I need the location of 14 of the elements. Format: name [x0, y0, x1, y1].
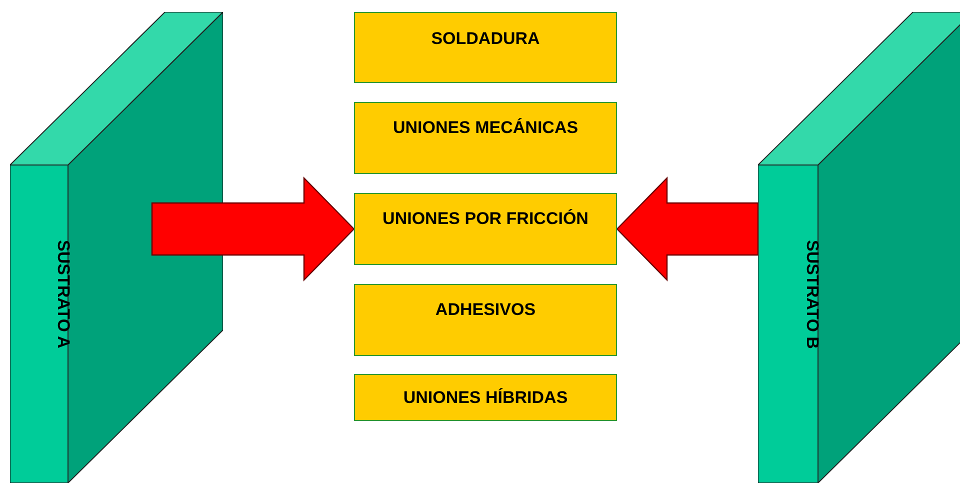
method-label: UNIONES POR FRICCIÓN — [382, 208, 588, 230]
method-box — [354, 374, 617, 421]
method-label: ADHESIVOS — [435, 299, 536, 321]
block-arrow — [616, 176, 759, 282]
method-box — [354, 193, 617, 265]
method-box — [354, 102, 617, 174]
method-label: SOLDADURA — [431, 28, 540, 50]
block-arrow — [151, 176, 355, 282]
slab-label: SUSTRATO A — [53, 240, 73, 348]
method-box — [354, 12, 617, 83]
slab-label: SUSTRATO B — [802, 240, 822, 349]
method-label: UNIONES MECÁNICAS — [392, 117, 578, 139]
method-box — [354, 284, 617, 356]
method-label: UNIONES HÍBRIDAS — [403, 387, 568, 409]
